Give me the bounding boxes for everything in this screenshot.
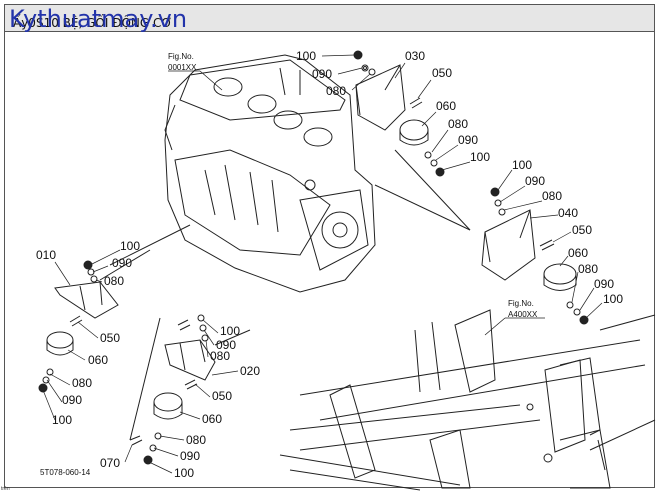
part-label: 060 (568, 246, 588, 260)
corner-note: trên (1, 486, 10, 492)
fig-ref-a400xx: Fig.No. A400XX (484, 299, 545, 336)
part-label: 080 (448, 117, 468, 131)
part-label: 090 (216, 338, 236, 352)
part-label: 080 (326, 84, 346, 98)
labels-left-group: 010 100 090 080 050 060 080 090 100 (36, 239, 140, 427)
part-label: 090 (525, 174, 545, 188)
drawing-border (4, 32, 655, 488)
part-label: 010 (36, 248, 56, 262)
fig-ref-code: 0001XX (168, 63, 197, 72)
part-label: 080 (210, 349, 230, 363)
leader-lines (42, 54, 603, 474)
part-label: 030 (405, 49, 425, 63)
engine-block (164, 54, 376, 293)
frame-chassis (279, 309, 656, 491)
fig-ref-label: Fig.No. (168, 52, 194, 61)
labels-top-group: 100 090 080 030 050 060 080 090 100 (296, 49, 490, 164)
part-label: 040 (558, 206, 578, 220)
part-label: 080 (578, 262, 598, 276)
bracket-040-group (481, 187, 589, 325)
drawing-code: 5T078-060-14 (40, 468, 91, 477)
page-title: Ấy0S10 BỆ, GỐI ĐỘNG CƠ (13, 16, 173, 30)
part-label: 090 (312, 67, 332, 81)
bracket-030-group (353, 50, 471, 231)
fig-ref-code-2: A400XX (508, 310, 538, 319)
watermark: Kythuatmay.vn (9, 5, 188, 33)
part-label: 050 (572, 223, 592, 237)
labels-bottom-group: 100 090 080 020 050 060 080 090 100 070 (100, 324, 260, 480)
part-label: 080 (186, 433, 206, 447)
part-label: 090 (180, 449, 200, 463)
bracket-010-group (38, 224, 191, 393)
part-label: 060 (436, 99, 456, 113)
fig-ref-label-2: Fig.No. (508, 299, 534, 308)
title-bar: Ấy0S10 BỆ, GỐI ĐỘNG CƠ Kythuatmay.vn (4, 4, 655, 33)
part-label: 070 (100, 456, 120, 470)
part-label: 050 (432, 66, 452, 80)
part-label: 100 (603, 292, 623, 306)
part-label: 090 (62, 393, 82, 407)
part-label: 100 (52, 413, 72, 427)
part-label: 080 (542, 189, 562, 203)
part-label: 020 (240, 364, 260, 378)
part-label: 090 (112, 256, 132, 270)
part-label: 060 (88, 353, 108, 367)
part-label: 100 (470, 150, 490, 164)
part-label: 090 (594, 277, 614, 291)
part-label: 100 (174, 466, 194, 480)
part-label: 050 (212, 389, 232, 403)
part-label: 050 (100, 331, 120, 345)
part-label: 080 (72, 376, 92, 390)
part-label: 080 (104, 274, 124, 288)
part-label: 100 (120, 239, 140, 253)
labels-right-group: 100 090 080 040 050 060 080 090 100 (512, 158, 623, 306)
part-label: 090 (458, 133, 478, 147)
part-label: 100 (512, 158, 532, 172)
part-label: 060 (202, 412, 222, 426)
part-label: 100 (220, 324, 240, 338)
fig-ref-0001xx: Fig.No. 0001XX (168, 52, 223, 91)
part-label: 100 (296, 49, 316, 63)
